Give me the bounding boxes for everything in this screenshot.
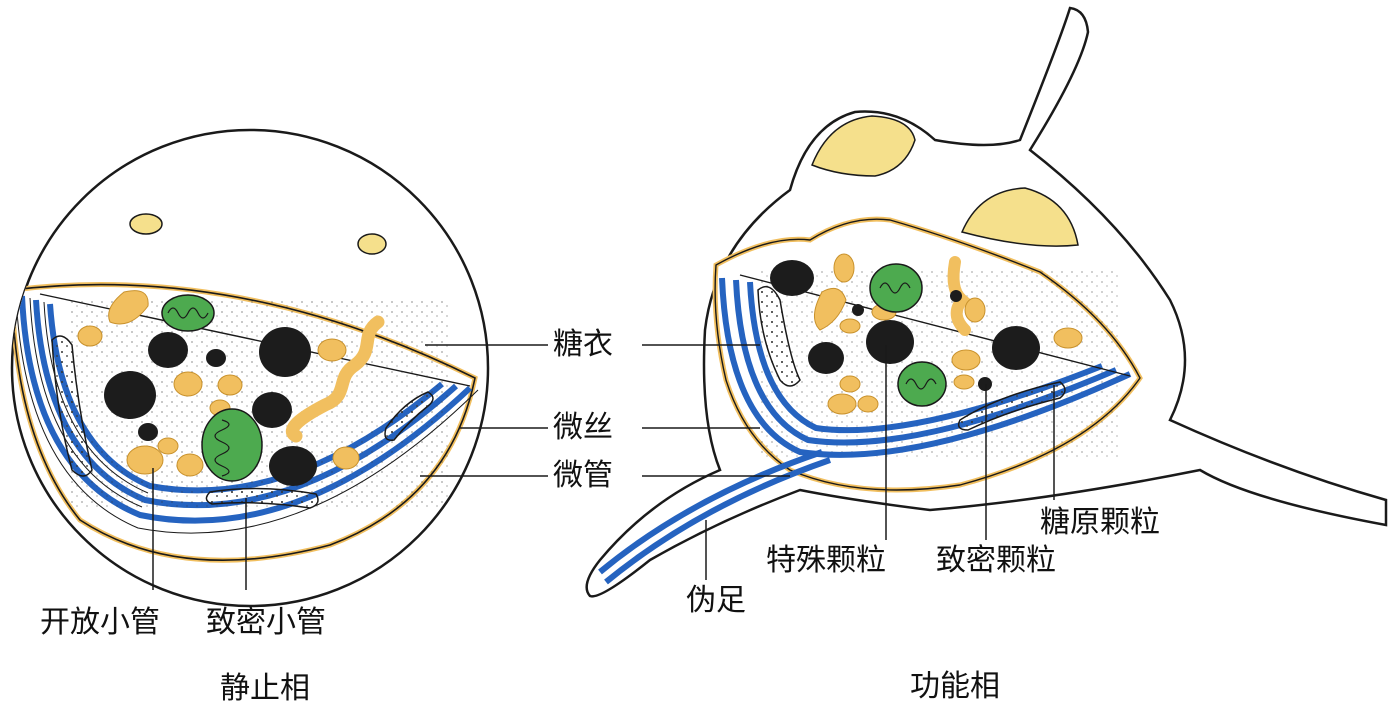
glycogen-granule-label: 糖原颗粒 (1040, 505, 1160, 540)
surface-granule-1 (811, 115, 916, 177)
microtubule-label: 微管 (551, 458, 615, 493)
special-granule-label: 特殊颗粒 (766, 543, 886, 578)
functional-caption: 功能相 (910, 669, 1000, 704)
dense-tubular-label: 致密小管 (206, 605, 326, 640)
glycocalyx-label: 糖衣 (551, 327, 615, 362)
dense-granules-resting (104, 327, 317, 486)
mitochondria-resting (161, 294, 263, 482)
open-canalicular-system (286, 315, 385, 443)
open-canalicular-label: 开放小管 (40, 605, 160, 640)
resting-caption: 静止相 (220, 671, 310, 706)
functional-platelet (585, 6, 1388, 598)
leader-lines (152, 344, 1055, 590)
dense-granule-label: 致密颗粒 (936, 543, 1056, 578)
resting-platelet (10, 128, 490, 608)
surface-granule-2 (960, 187, 1079, 247)
alpha-granules-resting (77, 290, 360, 477)
surface-granules (129, 213, 387, 255)
alpha-granules-functional (814, 253, 1083, 415)
dense-granules-functional (770, 260, 1040, 391)
pseudopod-label: 伪足 (686, 583, 746, 618)
dense-tubular-system (51, 335, 434, 509)
microfilament-label: 微丝 (551, 410, 615, 445)
mitochondria-functional (869, 263, 947, 407)
